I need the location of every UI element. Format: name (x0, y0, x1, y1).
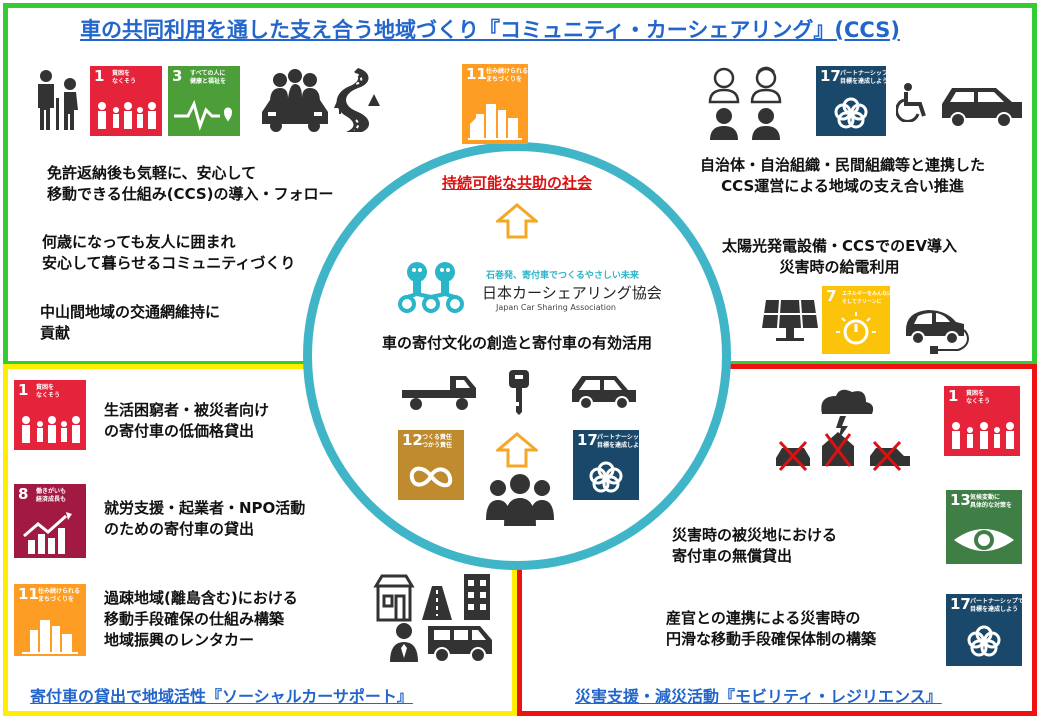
main-center-label: 車の寄付文化の創造と寄付車の有効活用 (381, 334, 652, 352)
sdg-13-icon: 13 気候変動に 具体的な対策を (946, 490, 1022, 564)
sdg-17-icon: 17 パートナーシップで 目標を達成しよう (573, 430, 639, 500)
key-icon (509, 370, 529, 415)
low-price-rental-text: 生活困窮者・被災者向けの寄付車の低価格貸出 (104, 401, 270, 440)
logo-tagline: 石巻発、寄付車でつくるやさしい未来 (486, 271, 639, 281)
logo-english-name: Japan Car Sharing Association (496, 303, 616, 312)
ccs-license-return-text: 免許返納後も気軽に、安心して移動できる仕組み(CCS)の導入・フォロー (47, 164, 334, 203)
van-icon (428, 626, 492, 663)
disaster-free-rental-text: 災害時の被災地における寄付車の無償貸出 (672, 526, 838, 565)
social-car-support-title: 寄付車の貸出で地域活性『ソーシャルカーサポート』 (30, 687, 413, 706)
solar-ev-text: 太陽光発電設備・CCSでのEV導入災害時の給電利用 (722, 237, 957, 276)
sdg-11-icon: 11 住み続けられる まちづくりを (14, 584, 86, 656)
solar-panel-icon (762, 299, 818, 341)
logo-name: 日本カーシェアリング協会 (482, 284, 662, 302)
wheelchair-icon (896, 83, 926, 122)
jcsa-logo-icon (398, 262, 464, 313)
red-divider (517, 364, 1037, 369)
sdg-11-icon: 11 住み続けられる まちづくりを (462, 64, 528, 144)
car-icon (942, 88, 1022, 128)
shop-road-building-icon (373, 574, 490, 622)
sdg-17-icon: 17 パートナーシップで 目標を達成しよう (946, 594, 1022, 666)
employment-support-text: 就労支援・起業者・NPO活動のための寄付車の貸出 (104, 499, 306, 538)
disaster-icon (776, 389, 910, 472)
community-building-text: 何歳になっても友人に囲まれ安心して暮らせるコミュニティづくり (42, 233, 296, 272)
diverse-people-icon (708, 66, 782, 140)
depopulated-area-text: 過疎地域(離島含む)における移動手段確保の仕組み構築地域振興のレンタカー (104, 589, 298, 649)
disaster-mobility-system-text: 産官との連携による災害時の円滑な移動手段確保体制の構築 (666, 609, 877, 648)
people-group-icon (486, 474, 554, 526)
sdg-1-icon: 1 貧困を なくそう (90, 66, 162, 136)
sdg-17-icon: 17 パートナーシップで 目標を達成しよう (816, 66, 886, 136)
sdg-1-icon: 1 貧困を なくそう (14, 380, 86, 450)
truck-icon (402, 376, 476, 410)
sdg-12-icon: 12 つくる責任 つかう責任 (398, 430, 464, 500)
sdg-1-icon: 1 貧困を なくそう (944, 386, 1020, 456)
rural-transport-text: 中山間地域の交通網維持に貢献 (40, 303, 221, 342)
mobility-resilience-title: 災害支援・減災活動『モビリティ・レジリエンス』 (575, 687, 942, 706)
up-arrow-icon (496, 203, 538, 239)
sdg-3-icon: 3 すべての人に 健康と福祉を (168, 66, 240, 136)
sdg-7-icon: 7 エネルギーをみんなに そしてクリーンに (822, 286, 890, 354)
car-icon (572, 376, 636, 410)
mountain-road-icon (334, 68, 380, 132)
elderly-people-icon (38, 70, 78, 130)
sdg-8-icon: 8 働きがいも 経済成長も (14, 484, 86, 558)
businessman-icon (390, 623, 418, 662)
ccs-section-title: 車の共同利用を通した支え合う地域づくり『コミュニティ・カーシェアリング』(CCS… (80, 18, 900, 42)
up-arrow-icon (496, 432, 538, 468)
people-in-car-icon (262, 69, 328, 132)
yellow-divider (3, 364, 519, 369)
sustainable-society-label: 持続可能な共助の社会 (441, 174, 592, 192)
electric-car-icon (906, 310, 969, 354)
